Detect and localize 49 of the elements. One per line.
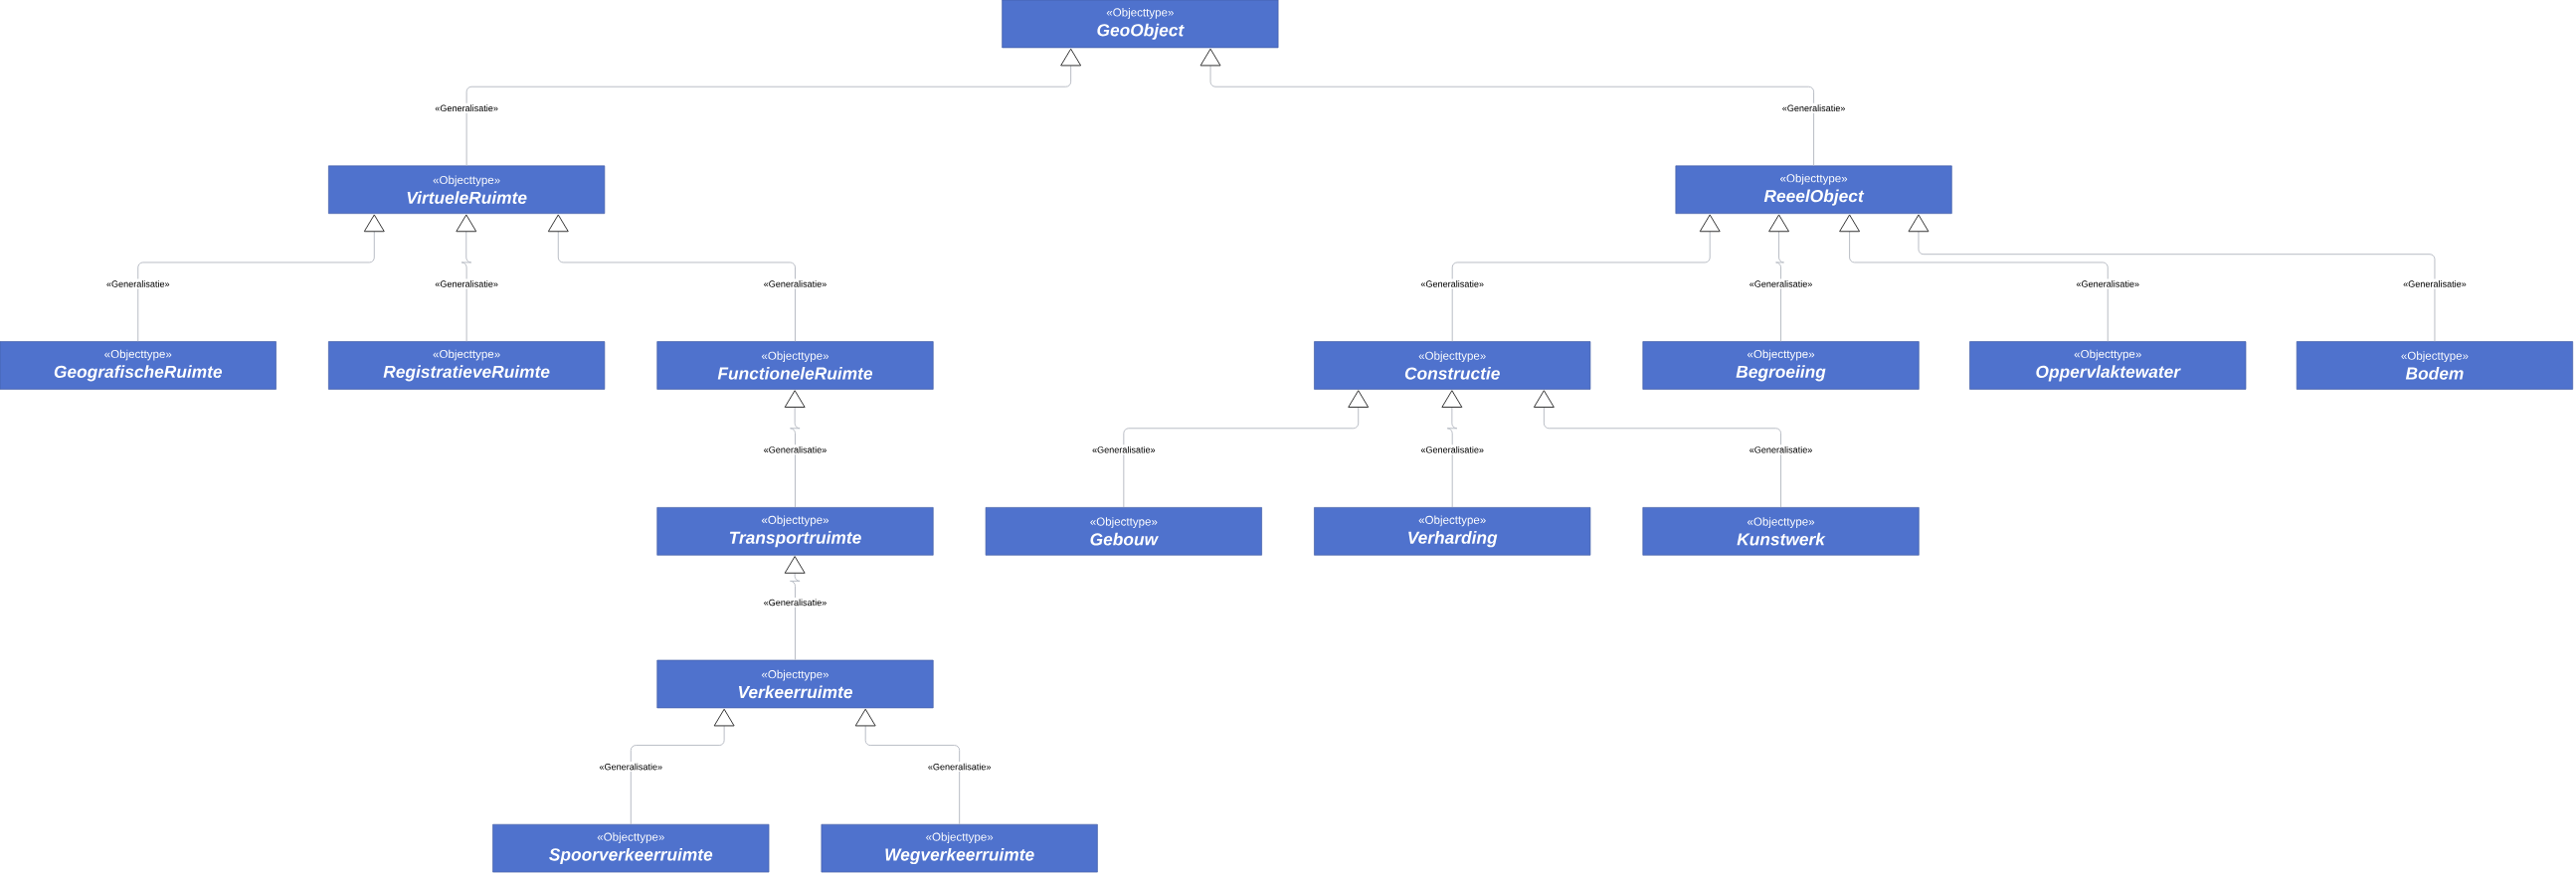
generalization-arrow (1441, 390, 1463, 508)
class-box: «Objecttype» RegistratieveRuimte (328, 341, 606, 390)
class-box: «Objecttype» Gebouw (985, 507, 1262, 556)
class-box: «Objecttype» Verkeerruimte (656, 659, 934, 709)
class-box: «Objecttype» Constructie (1314, 341, 1591, 390)
class-box: «Objecttype» ReeelObject (1675, 165, 1952, 215)
generalization-arrow (1908, 214, 2436, 342)
generalization-arrow (465, 48, 1082, 167)
class-box: «Objecttype» Wegverkeerruimte (821, 824, 1098, 873)
edge-label: «Generalisatie» (1780, 102, 1848, 113)
edge-label: «Generalisatie» (1418, 444, 1486, 455)
generalization-arrow (1199, 48, 1815, 167)
generalization-arrow (1123, 390, 1370, 508)
generalization-arrow (1768, 214, 1790, 342)
class-box: «Objecttype» Kunstwerk (1642, 507, 1920, 556)
class-box: «Objecttype» Spoorverkeerruimte (492, 824, 770, 873)
generalization-arrow (1839, 214, 2109, 342)
generalization-arrow (854, 708, 961, 825)
edge-label: «Generalisatie» (762, 444, 828, 455)
edge-label: «Generalisatie» (433, 278, 500, 289)
class-box: «Objecttype» GeografischeRuimte (0, 341, 276, 390)
generalization-arrow (784, 390, 806, 508)
edge-label: «Generalisatie» (762, 598, 828, 608)
generalization-arrow (1533, 390, 1782, 508)
edge-label: «Generalisatie» (2074, 278, 2141, 289)
edge-label: «Generalisatie» (1748, 278, 1815, 289)
edge-label: «Generalisatie» (926, 762, 994, 773)
generalization-arrow (784, 556, 806, 661)
class-box: «Objecttype» GeoObject (1002, 0, 1279, 49)
edge-label: «Generalisatie» (762, 278, 828, 289)
edge-label: «Generalisatie» (433, 102, 500, 113)
edge-label: «Generalisatie» (1418, 278, 1486, 289)
generalization-arrow (456, 214, 477, 342)
class-box: «Objecttype» Transportruimte (656, 507, 934, 556)
generalization-arrow (547, 214, 796, 342)
generalization-arrow (1451, 214, 1721, 342)
class-box: «Objecttype» Begroeiing (1642, 341, 1920, 390)
edge-label: «Generalisatie» (1748, 444, 1815, 455)
class-box: «Objecttype» VirtueleRuimte (328, 165, 606, 215)
class-box: «Objecttype» Oppervlaktewater (1969, 341, 2247, 390)
generalization-arrow (630, 708, 735, 825)
edge-label: «Generalisatie» (1090, 444, 1158, 455)
edge-label: «Generalisatie» (2401, 278, 2469, 289)
class-box: «Objecttype» Verharding (1314, 507, 1591, 556)
generalization-arrow (137, 214, 385, 342)
class-box: «Objecttype» FunctioneleRuimte (656, 341, 934, 390)
edge-label: «Generalisatie» (597, 762, 664, 773)
edge-label: «Generalisatie» (104, 278, 172, 289)
class-box: «Objecttype» Bodem (2296, 341, 2574, 390)
